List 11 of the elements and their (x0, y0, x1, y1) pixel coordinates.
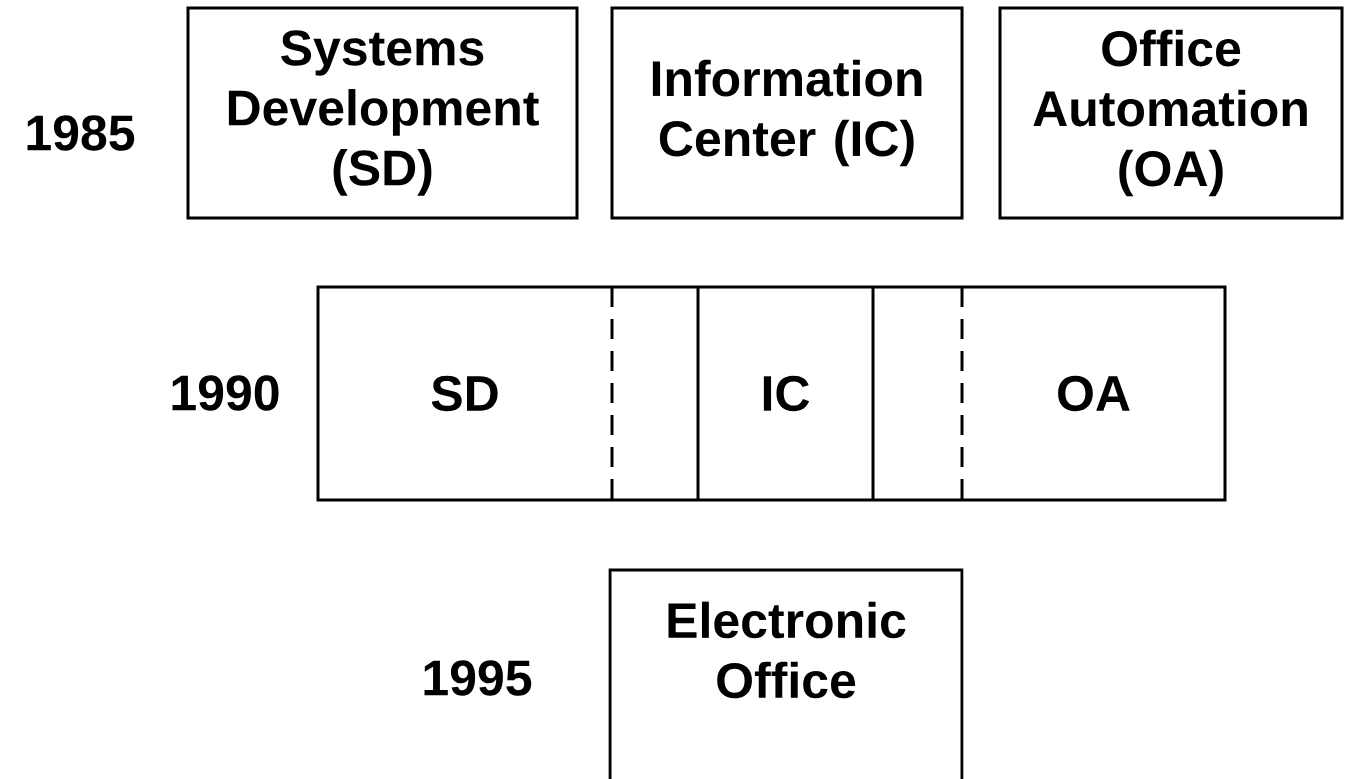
year-label: 1985 (27, 115, 135, 151)
text-box: Electronic Office (608, 568, 964, 779)
segment-label: SD (431, 375, 498, 412)
year-label: 1990 (172, 375, 279, 411)
band (316, 285, 1227, 502)
text-box: Information Center (IC) (610, 6, 964, 220)
text-box: Office Automation (OA) (998, 6, 1344, 220)
text-box: Systems Development (SD) (186, 6, 579, 220)
year-label: 1995 (424, 660, 532, 696)
segment-label: IC (763, 375, 810, 412)
segment-label: OA (1058, 375, 1130, 412)
